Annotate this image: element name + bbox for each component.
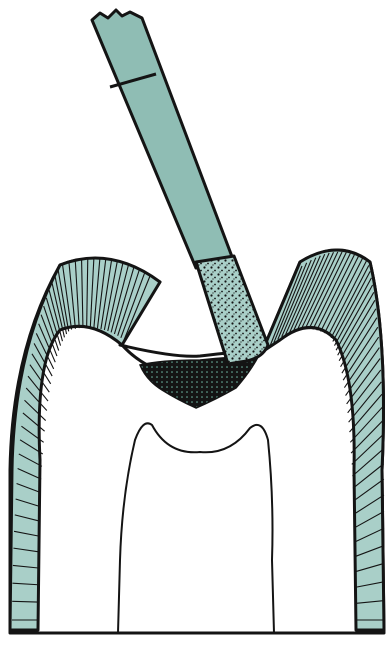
bur-shank[interactable] xyxy=(92,10,234,268)
enamel-rod-line xyxy=(12,601,38,602)
bur-diamond-tip[interactable] xyxy=(196,256,268,364)
